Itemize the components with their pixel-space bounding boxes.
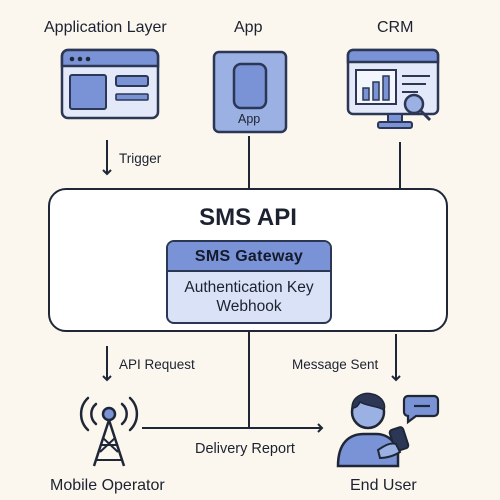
webhook-text: Webhook <box>216 298 282 315</box>
message-sent-label: Message Sent <box>292 357 379 372</box>
cell-tower-icon <box>79 396 139 467</box>
crm-label: CRM <box>377 19 414 36</box>
mobile-operator-label: Mobile Operator <box>50 477 165 494</box>
delivery-report-label: Delivery Report <box>195 441 295 457</box>
crm-monitor-icon <box>346 48 440 129</box>
app-screen-label: App <box>238 112 261 126</box>
end-user-label: End User <box>350 477 417 494</box>
application-layer-label: Application Layer <box>44 19 167 36</box>
sms-api-title: SMS API <box>199 204 297 231</box>
sms-api-box: SMS API SMS Gateway Authentication Key W… <box>48 188 448 332</box>
sms-gateway-box: SMS Gateway Authentication Key Webhook <box>166 240 332 324</box>
authentication-key-text: Authentication Key <box>184 279 314 296</box>
mobile-app-icon <box>212 50 288 134</box>
trigger-label: Trigger <box>119 151 162 166</box>
sms-gateway-title: SMS Gateway <box>168 242 330 272</box>
api-request-label: API Request <box>119 357 195 372</box>
end-user-icon <box>336 392 440 468</box>
app-label: App <box>234 19 263 36</box>
browser-window-icon <box>60 48 160 120</box>
